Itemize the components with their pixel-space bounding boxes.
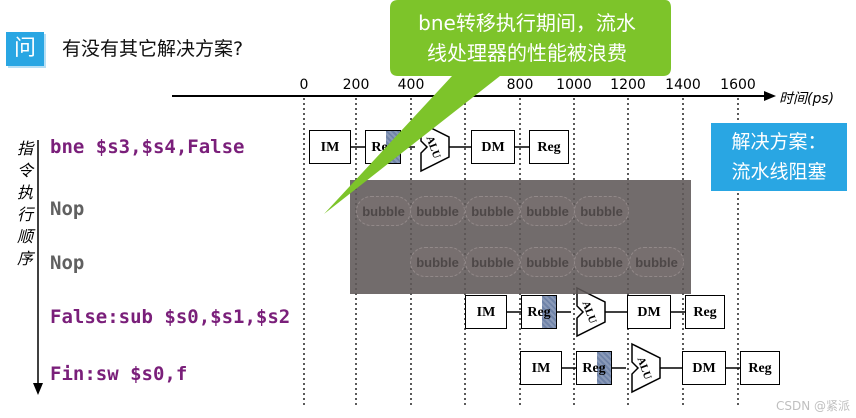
time-tick-label: 0: [299, 77, 309, 93]
time-axis-arrow: [764, 91, 776, 101]
alu-shape: [576, 286, 606, 338]
solution-line-1: 解决方案：: [731, 131, 827, 153]
time-tick-label: 1000: [556, 77, 592, 93]
instruction-order-label: 指 令 执 行 顺 序: [14, 138, 36, 270]
stage-dm-label: DM: [481, 140, 505, 155]
question-icon: 问: [6, 32, 44, 66]
time-tick-label: 800: [506, 77, 534, 93]
order-char: 行: [16, 205, 33, 224]
callout-text: bne转移执行期间，流水 线处理器的性能被浪费: [389, 4, 665, 74]
time-axis-label: 时间(ps): [779, 91, 835, 107]
time-tick-label: 400: [397, 77, 425, 93]
order-char: 顺: [16, 227, 33, 246]
stage-im: IM: [309, 130, 351, 164]
stage-reg: Reg: [576, 351, 612, 385]
stage-reg-label: Reg: [582, 361, 606, 376]
instruction-sw: Fin:sw $s0,f: [50, 363, 188, 385]
time-tick-label: 200: [342, 77, 370, 93]
instruction-sub: False:sub $s0,$s1,$s2: [50, 306, 291, 328]
time-tick-label: 1200: [610, 77, 646, 93]
stage-im: IM: [520, 351, 562, 385]
callout-line-1: bne转移执行期间，流水: [418, 11, 636, 35]
watermark: CSDN @紧派: [775, 399, 850, 413]
alu-shape: [631, 342, 661, 394]
time-tick-label: 1600: [720, 77, 756, 93]
stage-wb-label: Reg: [748, 361, 772, 376]
stall-region: [350, 180, 691, 294]
stage-reg-label: Reg: [527, 305, 551, 320]
stage-wb: Reg: [685, 295, 725, 329]
stage-dm: DM: [627, 295, 671, 329]
callout-shape: [324, 0, 671, 214]
question-title: 有没有其它解决方案?: [62, 38, 244, 60]
solution-box: 解决方案： 流水线阻塞: [711, 123, 847, 191]
order-char: 令: [16, 161, 33, 180]
stage-wb-label: Reg: [537, 140, 561, 155]
order-char: 序: [16, 249, 33, 268]
stage-wb: Reg: [529, 130, 569, 164]
callout-line-2: 线处理器的性能被浪费: [427, 41, 627, 65]
stage-dm-label: DM: [637, 305, 661, 320]
instruction-bne: bne $s3,$s4,False: [50, 136, 245, 158]
bubble-cloud: bubble: [574, 247, 629, 277]
bubble-cloud: bubble: [465, 247, 520, 277]
stage-dm-label: DM: [692, 361, 716, 376]
register-shading: [596, 352, 611, 384]
order-axis-arrow: [33, 383, 43, 395]
stage-wb-label: Reg: [693, 305, 717, 320]
stage-im-label: IM: [320, 140, 340, 155]
alu-shape: [420, 121, 450, 173]
bubble-cloud: bubble: [465, 196, 520, 226]
bubble-cloud: bubble: [520, 247, 575, 277]
order-char: 指: [16, 139, 33, 158]
bubble-cloud: bubble: [356, 196, 411, 226]
time-tick-label: 1400: [665, 77, 701, 93]
stage-dm: DM: [682, 351, 726, 385]
stage-im: IM: [465, 295, 507, 329]
order-char: 执: [16, 183, 33, 202]
bubble-cloud: bubble: [520, 196, 575, 226]
stage-wb: Reg: [740, 351, 780, 385]
instruction-nop-2: Nop: [50, 252, 85, 274]
stage-im-label: IM: [476, 305, 496, 320]
stage-im-label: IM: [531, 361, 551, 376]
bubble-cloud: bubble: [410, 196, 465, 226]
stage-reg: Reg: [521, 295, 557, 329]
bubble-cloud: bubble: [629, 247, 684, 277]
bubble-cloud: bubble: [574, 196, 629, 226]
instruction-nop-1: Nop: [50, 198, 85, 220]
solution-line-2: 流水线阻塞: [731, 161, 827, 183]
register-shading: [541, 296, 556, 328]
bubble-cloud: bubble: [410, 247, 465, 277]
stage-dm: DM: [471, 130, 515, 164]
